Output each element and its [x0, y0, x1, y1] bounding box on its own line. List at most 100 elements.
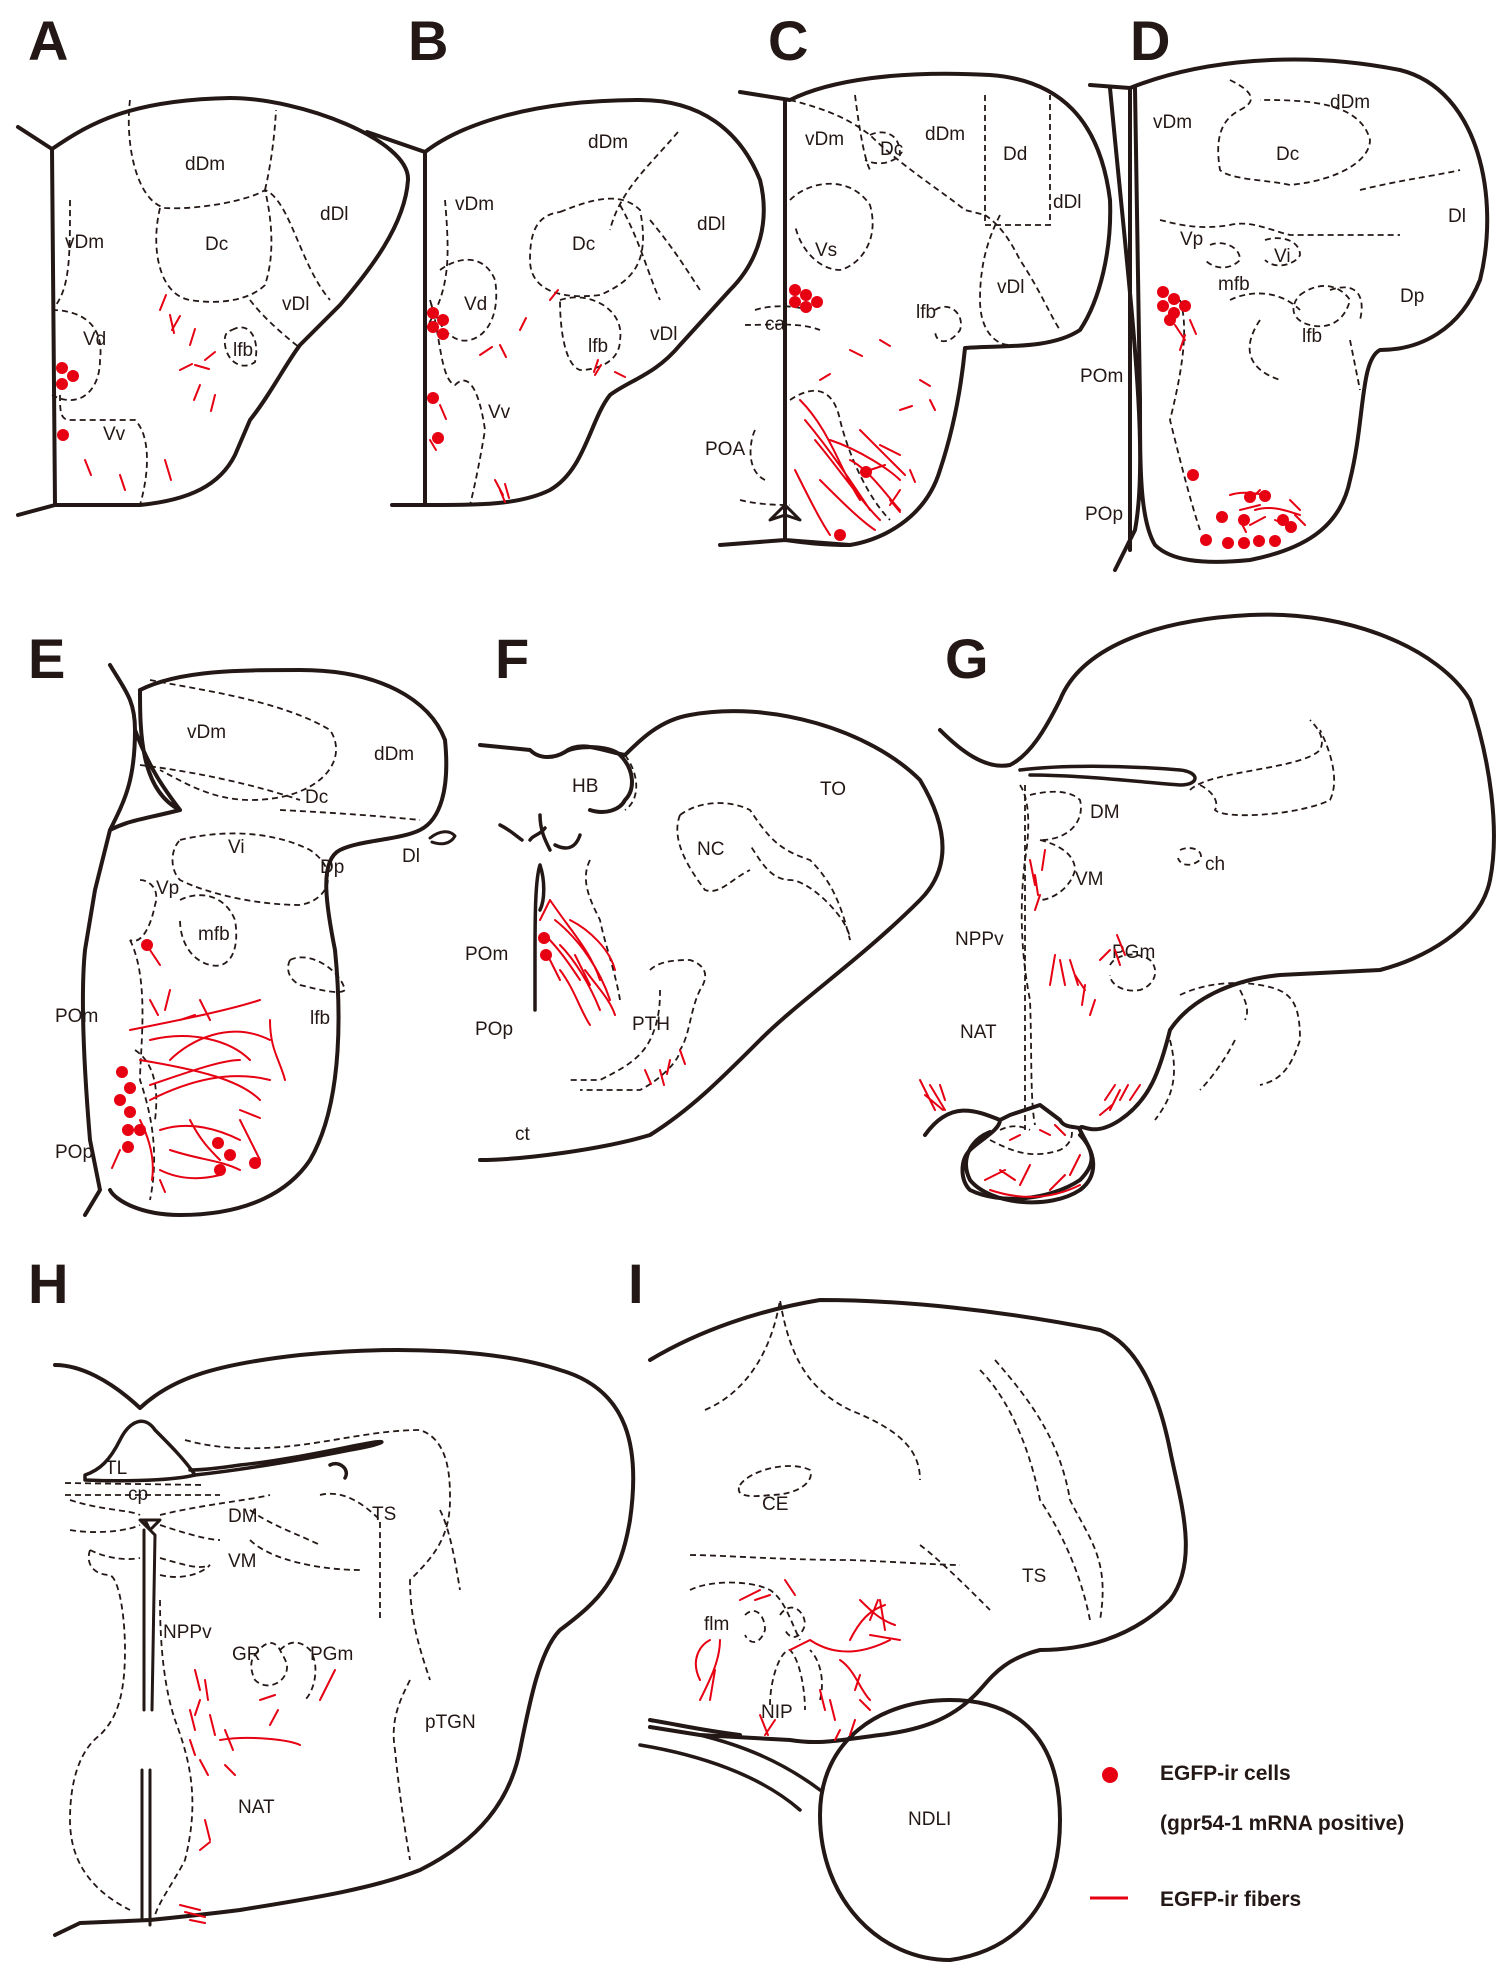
label-g-vm: VM — [1075, 869, 1104, 890]
label-h-tl: TL — [105, 1458, 127, 1479]
panel-h-tl — [85, 1421, 195, 1480]
label-b-vd: Vd — [464, 294, 487, 315]
label-a-vdl: vDl — [282, 294, 309, 315]
legend-cell-marker — [1102, 1767, 1118, 1783]
label-a-vv: Vv — [103, 424, 126, 445]
panel-f-fibers — [540, 900, 685, 1085]
label-d-dc: Dc — [1276, 144, 1299, 165]
label-b-vv: Vv — [488, 402, 511, 423]
panel-f-cells — [538, 932, 552, 961]
label-h-nppv: NPPv — [163, 1622, 212, 1643]
panel-letter-f: F — [495, 627, 529, 690]
label-a-ddm: dDm — [185, 154, 225, 175]
panel-c-ventricle — [770, 400, 800, 520]
label-c-vdm: vDm — [805, 129, 844, 150]
panel-f: F HB TO NC POm POp PTH ct — [465, 627, 943, 1160]
label-h-cp: cp — [128, 1484, 148, 1505]
panel-letter-g: G — [945, 627, 989, 690]
label-e-vp: Vp — [156, 878, 179, 899]
label-c-ddm: dDm — [925, 124, 965, 145]
label-e-mfb: mfb — [198, 924, 230, 945]
label-c-lfb: lfb — [916, 302, 936, 323]
panel-h-ventricle — [140, 1520, 160, 1925]
panel-g: G DM ch VM NPPv PGm NAT — [920, 615, 1494, 1203]
panel-d-fibers — [1175, 320, 1305, 532]
label-c-ddl: dDl — [1053, 192, 1082, 213]
panel-c: C vDm Dc dDm Dd dDl Vs vDl ca lfb POA — [705, 9, 1110, 545]
label-a-ddl: dDl — [320, 204, 349, 225]
label-h-gr: GR — [232, 1644, 261, 1665]
label-f-pop: POp — [475, 1019, 513, 1040]
panel-b-boundaries — [425, 132, 700, 505]
label-c-dd: Dd — [1003, 144, 1027, 165]
label-d-vp: Vp — [1180, 229, 1203, 250]
panel-d: D vDm dDm Dc Dl Vp Vi mfb Dp lfb POm POp — [1080, 9, 1487, 570]
label-f-pom: POm — [465, 944, 508, 965]
label-f-hb: HB — [572, 776, 598, 797]
label-h-nat: NAT — [238, 1797, 275, 1818]
label-i-ts: TS — [1022, 1566, 1046, 1587]
panel-b: B dDm vDm Dc dDl Vd vDl lfb Vv — [367, 9, 764, 505]
panel-b-fibers — [430, 290, 625, 502]
panel-i-floor — [640, 1735, 820, 1810]
label-a-vdm: vDm — [65, 232, 104, 253]
label-d-dp: Dp — [1400, 286, 1424, 307]
label-d-lfb: lfb — [1302, 326, 1322, 347]
panel-d-outline — [1090, 60, 1487, 570]
panel-i: I CE TS flm NIP NDLI — [628, 1252, 1186, 1960]
label-a-lfb: lfb — [233, 340, 253, 361]
panel-letter-i: I — [628, 1252, 644, 1315]
panel-g-tl — [1020, 766, 1195, 785]
label-f-ct: ct — [515, 1124, 531, 1145]
label-e-pom: POm — [55, 1006, 98, 1027]
panel-g-outline — [925, 615, 1494, 1199]
label-i-nip: NIP — [761, 1702, 793, 1723]
panel-a: A dDm vDm Dc dDl Vd vDl lfb Vv — [18, 9, 408, 515]
label-e-lfb: lfb — [310, 1008, 330, 1029]
label-d-vdm: vDm — [1153, 112, 1192, 133]
panel-e: E vDm dDm Dc Vi Dp Dl Vp mfb lfb POm POp — [28, 627, 455, 1215]
label-f-pth: PTH — [632, 1014, 670, 1035]
label-e-dc: Dc — [305, 787, 328, 808]
label-b-ddm: dDm — [588, 132, 628, 153]
legend-cells-sublabel: (gpr54-1 mRNA positive) — [1160, 1812, 1404, 1835]
label-d-ddm: dDm — [1330, 92, 1370, 113]
label-f-to: TO — [820, 779, 846, 800]
panel-i-outline — [650, 1300, 1186, 1742]
label-c-poa: POA — [705, 439, 745, 460]
panel-letter-c: C — [768, 9, 808, 72]
panel-h-boundaries — [65, 1430, 460, 1915]
label-h-dm: DM — [228, 1506, 258, 1527]
label-i-ce: CE — [762, 1494, 788, 1515]
panel-a-cells — [56, 362, 79, 441]
label-f-nc: NC — [697, 839, 724, 860]
label-h-pgm: PGm — [310, 1644, 353, 1665]
panel-a-fibers — [85, 295, 215, 490]
label-b-lfb: lfb — [588, 336, 608, 357]
label-b-dc: Dc — [572, 234, 595, 255]
panel-i-fibers — [696, 1580, 900, 1740]
label-e-pop: POp — [55, 1142, 93, 1163]
panel-f-boundaries — [570, 755, 850, 1090]
label-a-dc: Dc — [205, 234, 228, 255]
label-b-ddl: dDl — [697, 214, 726, 235]
panel-letter-a: A — [28, 9, 68, 72]
label-c-dc: Dc — [880, 139, 903, 160]
label-h-vm: VM — [228, 1551, 257, 1572]
label-c-ca: ca — [765, 314, 786, 335]
label-c-vdl: vDl — [997, 277, 1024, 298]
label-g-dm: DM — [1090, 802, 1120, 823]
panel-e-fibers — [112, 950, 285, 1192]
label-h-ts: TS — [372, 1504, 396, 1525]
panel-e-notch — [430, 832, 455, 844]
label-d-dl: Dl — [1448, 206, 1466, 227]
label-i-ndli: NDLI — [908, 1809, 951, 1830]
label-d-mfb: mfb — [1218, 274, 1250, 295]
legend-cells-label: EGFP-ir cells — [1160, 1762, 1291, 1785]
panel-c-fibers — [795, 340, 935, 535]
panel-letter-b: B — [408, 9, 448, 72]
label-e-dl: Dl — [402, 846, 420, 867]
panel-h: H TL cp DM VM TS NPPv GR PGm pTGN NAT — [28, 1252, 633, 1935]
panel-c-cells — [789, 284, 872, 541]
label-e-ddm: dDm — [374, 744, 414, 765]
